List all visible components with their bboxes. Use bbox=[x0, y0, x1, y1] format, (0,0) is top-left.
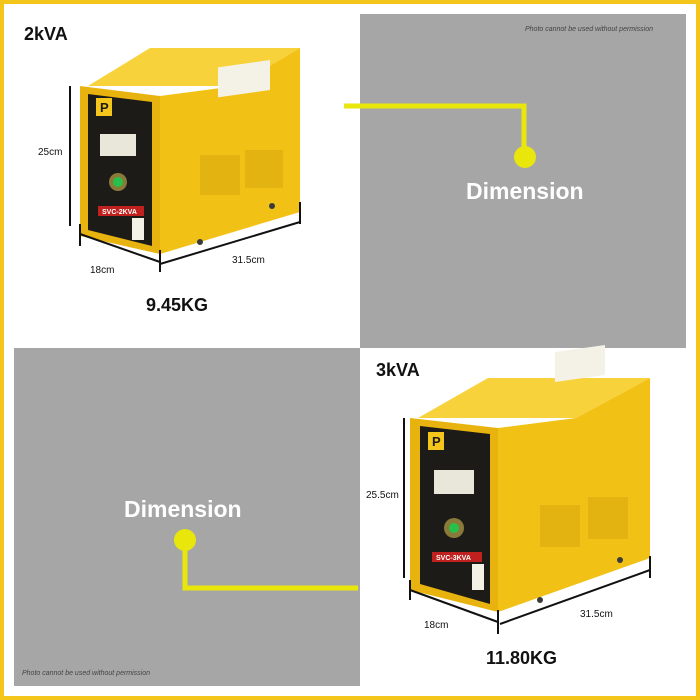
title-3kva: 3kVA bbox=[376, 360, 420, 380]
weight-3kva: 11.80KG bbox=[486, 648, 558, 668]
dimension-label-bottom: Dimension bbox=[124, 496, 242, 522]
depth-label-2kva: 18cm bbox=[90, 265, 115, 276]
width-label-2kva: 31.5cm bbox=[232, 255, 265, 266]
weight-2kva: 9.45KG bbox=[146, 295, 209, 315]
connector-dot-bottom bbox=[174, 529, 196, 551]
svg-text:P: P bbox=[432, 434, 441, 449]
height-label-2kva: 25cm bbox=[38, 147, 63, 158]
svg-text:P: P bbox=[100, 100, 109, 115]
quadrant-dimension-top bbox=[360, 14, 686, 348]
watermark-bottom: Photo cannot be used without permission bbox=[22, 670, 151, 677]
quadrant-dimension-bottom bbox=[14, 348, 360, 686]
title-2kva: 2kVA bbox=[24, 24, 68, 44]
dimension-label-top: Dimension bbox=[466, 178, 584, 204]
width-label-3kva: 31.5cm bbox=[580, 609, 613, 620]
height-label-3kva: 25.5cm bbox=[366, 490, 399, 501]
model-label-3kva: SVC-3KVA bbox=[436, 555, 471, 562]
depth-label-3kva: 18cm bbox=[424, 620, 449, 631]
connector-dot-top bbox=[514, 146, 536, 168]
model-label-2kva: SVC-2KVA bbox=[102, 209, 137, 216]
connector-line-top bbox=[344, 103, 527, 152]
connector-line-bottom bbox=[182, 540, 358, 591]
watermark-top: Photo cannot be used without permission bbox=[525, 26, 654, 33]
